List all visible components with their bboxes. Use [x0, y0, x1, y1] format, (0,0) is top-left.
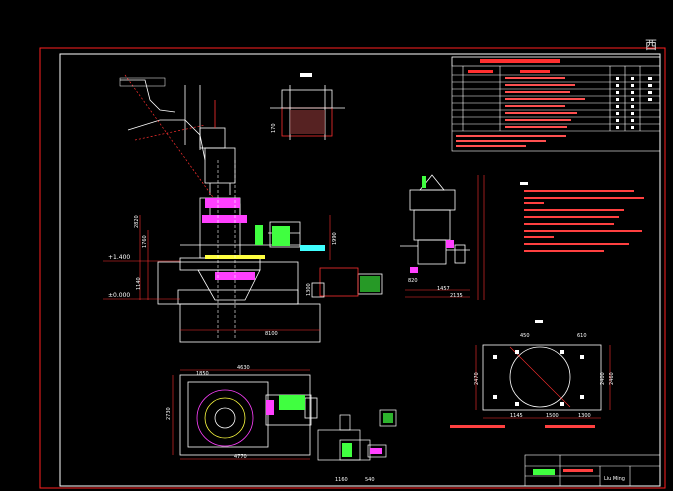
foundation-plan — [482, 344, 602, 411]
plan-dim-lines — [172, 369, 310, 460]
dim-1300-left: 1300 — [306, 283, 312, 296]
motor-unit — [311, 267, 383, 298]
dim-1140: 1140 — [136, 277, 142, 290]
label-box-topleft — [119, 77, 166, 87]
technical-notes — [520, 182, 644, 252]
parts-table-text — [456, 59, 585, 147]
dim-450: 450 — [520, 333, 530, 339]
dim-2460: 2460 — [609, 372, 615, 385]
dim-170: 170 — [271, 123, 277, 133]
inner-frame — [59, 53, 661, 487]
section-label — [300, 73, 312, 77]
dim-2470: 2470 — [474, 372, 480, 385]
crusher-side-color — [410, 176, 454, 273]
dim-1300: 1300 — [578, 413, 591, 419]
dim-2820: 2820 — [134, 215, 140, 228]
dim-2135: 2135 — [450, 293, 463, 299]
title-block — [524, 454, 661, 487]
motor-small-color — [342, 413, 393, 457]
main-machine-color — [202, 198, 325, 280]
dim-610: 610 — [577, 333, 587, 339]
section-hatch — [290, 110, 325, 134]
dim-1760: 1760 — [142, 235, 148, 248]
parts-table-qty — [616, 77, 652, 129]
elevation-dashes — [217, 160, 236, 340]
outer-frame — [39, 47, 666, 489]
elevation-top-label: +1.400 — [108, 254, 130, 261]
dim-2400: 2400 — [600, 372, 606, 385]
dim-1500: 1500 — [546, 413, 559, 419]
title-block-logo — [533, 469, 555, 475]
hopper-dashed — [124, 74, 216, 201]
dim-540: 540 — [365, 477, 375, 483]
foundation-dim-lines — [475, 345, 611, 419]
foundation-labels — [450, 320, 595, 428]
dim-1850: 1850 — [196, 371, 209, 377]
dim-2730: 2730 — [166, 407, 172, 420]
elevation-floor-label: ±0.000 — [108, 292, 130, 299]
title-block-name — [563, 469, 593, 472]
parts-table — [451, 56, 661, 152]
plan-view — [179, 374, 318, 456]
plan-view-color — [266, 395, 305, 415]
crusher-dim-lines — [405, 175, 485, 300]
motor-small-view — [317, 409, 397, 461]
dim-1990: 1990 — [332, 232, 338, 245]
dim-820: 820 — [408, 278, 418, 284]
dim-4630: 4630 — [237, 365, 250, 371]
elevation-dim-lines — [103, 215, 331, 331]
foundation-bolt-holes — [493, 350, 584, 406]
title-block-student: Liu Ming — [604, 476, 625, 482]
dim-8100: 8100 — [265, 331, 278, 337]
window-corner-label: 西 — [644, 38, 657, 52]
dim-1457: 1457 — [437, 286, 450, 292]
dim-4770: 4770 — [234, 454, 247, 460]
dim-1160: 1160 — [335, 477, 348, 483]
crusher-side-view — [400, 174, 470, 265]
dim-1145: 1145 — [510, 413, 523, 419]
